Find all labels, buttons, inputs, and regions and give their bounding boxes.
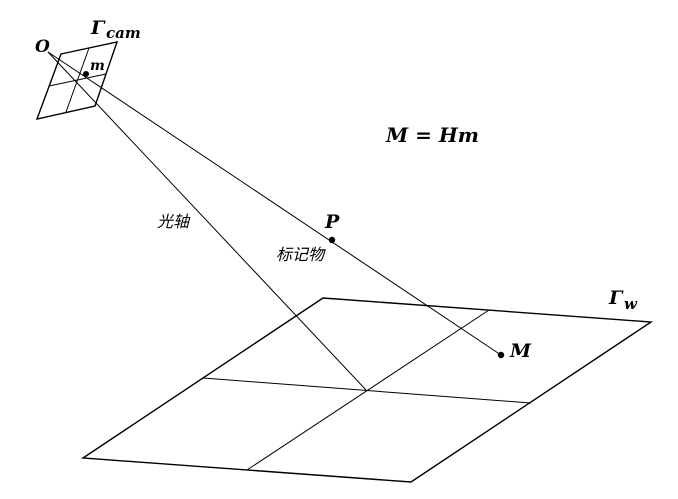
camera-plane	[35, 41, 119, 120]
optical-axis-ray	[47, 51, 368, 392]
world-plane-divider-vertical	[246, 309, 490, 471]
origin-label: O	[35, 37, 50, 57]
marker-label: 标记物	[276, 245, 326, 264]
image-point-label: m	[90, 58, 105, 74]
world-point-label: M	[509, 340, 532, 362]
world-plane-label: Γ	[608, 287, 624, 309]
camera-plane-label: Γ	[90, 17, 106, 39]
optical-axis-label: 光轴	[157, 212, 191, 231]
homography-equation: M = Hm	[385, 123, 479, 147]
world-point-dot	[497, 351, 505, 359]
world-plane-subscript: w	[624, 295, 638, 313]
projection-ray	[47, 51, 502, 356]
marker-point-label: P	[324, 211, 340, 233]
world-plane	[80, 297, 654, 483]
camera-plane-subscript: cam	[106, 24, 141, 42]
marker-point-dot	[328, 236, 336, 244]
camera-plane-divider-horizontal	[48, 73, 107, 87]
image-point-dot	[83, 71, 89, 77]
